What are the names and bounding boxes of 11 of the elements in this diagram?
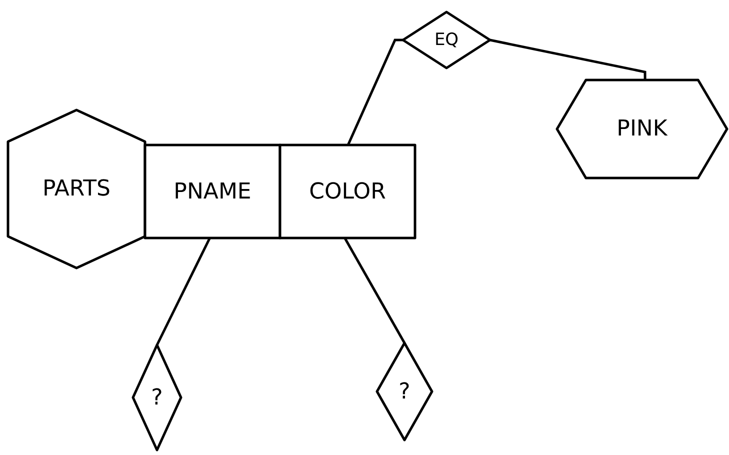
node-label: ? (150, 385, 164, 410)
connector-line (490, 38, 646, 80)
connector-line (156, 237, 211, 346)
node-label: EQ (433, 30, 460, 50)
connector-line (346, 38, 403, 146)
node-label: ? (398, 379, 412, 404)
node-label: PNAME (172, 179, 252, 204)
connector-line (344, 237, 406, 344)
node-label: PARTS (42, 176, 112, 202)
node-label: COLOR (308, 179, 387, 204)
node-label: PINK (616, 116, 668, 142)
